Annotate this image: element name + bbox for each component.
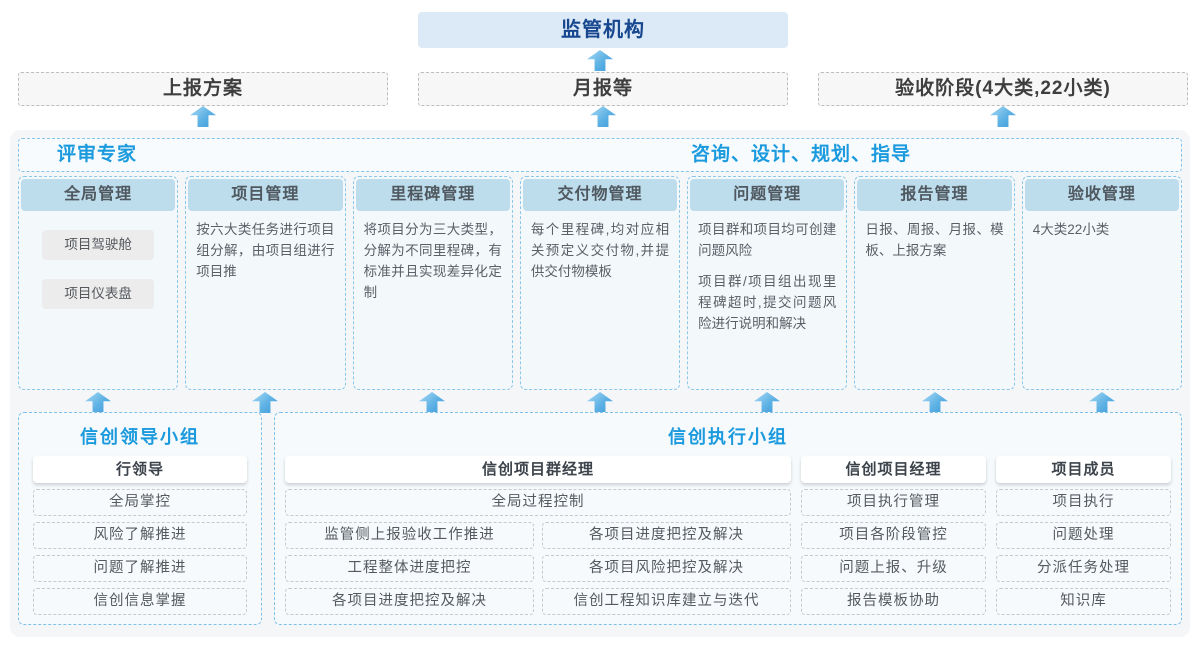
column-body: 每个里程碑,均对应相关预定义交付物,并提供交付物模板 [521, 213, 679, 283]
pm-item-row: 监管侧上报验收工作推进 各项目进度把控及解决 [285, 516, 791, 549]
channel-monthly-report: 月报等 [418, 72, 788, 106]
project-manager-item: 项目执行管理 [801, 489, 986, 516]
leader-group-title: 信创领导小组 [80, 427, 200, 447]
column-body: 项目驾驶舱 项目仪表盘 [19, 213, 177, 309]
up-arrow-icon [252, 392, 278, 413]
column-body: 4大类22小类 [1023, 213, 1181, 241]
column-issue-mgmt: 问题管理 项目群和项目均可创建问题风险 项目群/项目组出现里程碑超时,提交问题风… [687, 176, 848, 390]
role-project-manager: 信创项目经理 [801, 456, 986, 483]
column-title: 问题管理 [690, 179, 845, 211]
project-member-section: 项目成员 项目执行 问题处理 分派任务处理 知识库 [996, 456, 1171, 615]
chip-project-cockpit: 项目驾驶舱 [42, 230, 155, 260]
pm-item: 各项目进度把控及解决 [285, 588, 534, 615]
project-manager-section: 信创项目经理 项目执行管理 项目各阶段管控 问题上报、升级 报告模板协助 [801, 456, 986, 615]
channel-report-plan: 上报方案 [18, 72, 388, 106]
column-text: 将项目分为三大类型，分解为不同里程碑，有标准并且实现差异化定制 [363, 222, 502, 300]
pm-item: 各项目进度把控及解决 [542, 522, 791, 549]
column-text: 日报、周报、月报、模板、上报方案 [865, 222, 1004, 258]
up-arrow-icon [419, 392, 445, 413]
consulting-label: 咨询、设计、规划、指导 [691, 144, 912, 165]
column-body: 将项目分为三大类型，分解为不同里程碑，有标准并且实现差异化定制 [354, 213, 512, 304]
column-title: 项目管理 [188, 179, 343, 211]
role-program-manager: 信创项目群经理 [285, 456, 791, 483]
column-text: 项目群和项目均可创建问题风险 [698, 222, 837, 258]
column-body: 按六大类任务进行项目组分解，由项目组进行项目推 [186, 213, 344, 283]
pm-item: 全局过程控制 [285, 489, 791, 516]
platform-panel: 评审专家 咨询、设计、规划、指导 全局管理 项目驾驶舱 项目仪表盘 项目管理 按… [10, 130, 1190, 637]
project-manager-item: 报告模板协助 [801, 588, 986, 615]
up-arrow-icon [754, 392, 780, 413]
up-arrow-icon [990, 106, 1016, 127]
leader-item: 信创信息掌握 [33, 588, 247, 615]
management-columns: 全局管理 项目驾驶舱 项目仪表盘 项目管理 按六大类任务进行项目组分解，由项目组… [18, 176, 1182, 390]
program-manager-section: 信创项目群经理 全局过程控制 监管侧上报验收工作推进 各项目进度把控及解决 工程… [285, 456, 791, 615]
column-title: 全局管理 [21, 179, 176, 211]
regulator-box: 监管机构 [418, 12, 788, 48]
member-item: 分派任务处理 [996, 555, 1171, 582]
execution-group: 信创执行小组 信创项目群经理 全局过程控制 监管侧上报验收工作推进 各项目进度把… [274, 412, 1182, 625]
column-text: 项目群/项目组出现里程碑超时,提交问题风险进行说明和解决 [698, 273, 837, 331]
column-body: 日报、周报、月报、模板、上报方案 [855, 213, 1013, 262]
column-title: 交付物管理 [522, 179, 678, 211]
up-arrow-icon [587, 392, 613, 413]
column-project-mgmt: 项目管理 按六大类任务进行项目组分解，由项目组进行项目推 [185, 176, 346, 390]
up-arrow-icon [590, 106, 616, 127]
execution-group-title: 信创执行小组 [668, 427, 788, 447]
column-title: 报告管理 [857, 179, 1012, 211]
pm-item: 工程整体进度把控 [285, 555, 534, 582]
leader-group: 信创领导小组 行领导 全局掌控 风险了解推进 问题了解推进 信创信息掌握 [18, 412, 262, 625]
up-arrow-icon [587, 50, 613, 71]
member-item: 问题处理 [996, 522, 1171, 549]
pm-item: 监管侧上报验收工作推进 [285, 522, 534, 549]
column-title: 验收管理 [1024, 179, 1179, 211]
member-item: 项目执行 [996, 489, 1171, 516]
pm-item-row: 工程整体进度把控 各项目风险把控及解决 [285, 549, 791, 582]
pm-item: 各项目风险把控及解决 [542, 555, 791, 582]
column-acceptance-mgmt: 验收管理 4大类22小类 [1021, 176, 1182, 390]
column-text: 4大类22小类 [1032, 222, 1110, 237]
up-arrow-icon [190, 106, 216, 127]
channel-acceptance: 验收阶段(4大类,22小类) [818, 72, 1188, 106]
leader-item: 风险了解推进 [33, 522, 247, 549]
column-milestone-mgmt: 里程碑管理 将项目分为三大类型，分解为不同里程碑，有标准并且实现差异化定制 [352, 176, 513, 390]
column-text: 按六大类任务进行项目组分解，由项目组进行项目推 [196, 222, 335, 279]
up-arrow-icon [1089, 392, 1115, 413]
pm-item: 信创工程知识库建立与迭代 [542, 588, 791, 615]
up-arrow-icon [85, 392, 111, 413]
column-report-mgmt: 报告管理 日报、周报、月报、模板、上报方案 [854, 176, 1015, 390]
chip-project-dashboard: 项目仪表盘 [42, 278, 155, 309]
pm-item-row: 各项目进度把控及解决 信创工程知识库建立与迭代 [285, 582, 791, 615]
column-title: 里程碑管理 [355, 179, 510, 211]
column-body: 项目群和项目均可创建问题风险 项目群/项目组出现里程碑超时,提交问题风险进行说明… [688, 213, 846, 335]
experts-band: 评审专家 咨询、设计、规划、指导 [18, 138, 1182, 172]
column-text: 每个里程碑,均对应相关预定义交付物,并提供交付物模板 [530, 222, 670, 279]
role-bank-leader: 行领导 [33, 456, 247, 483]
leader-item: 问题了解推进 [33, 555, 247, 582]
project-manager-item: 项目各阶段管控 [801, 522, 986, 549]
column-global-mgmt: 全局管理 项目驾驶舱 项目仪表盘 [18, 176, 179, 390]
role-project-member: 项目成员 [996, 456, 1171, 483]
execution-grid: 信创项目群经理 全局过程控制 监管侧上报验收工作推进 各项目进度把控及解决 工程… [285, 456, 1171, 615]
column-deliverable-mgmt: 交付物管理 每个里程碑,均对应相关预定义交付物,并提供交付物模板 [519, 176, 681, 390]
project-manager-item: 问题上报、升级 [801, 555, 986, 582]
leader-item: 全局掌控 [33, 489, 247, 516]
up-arrow-icon [922, 392, 948, 413]
review-experts-label: 评审专家 [57, 144, 138, 165]
member-item: 知识库 [996, 588, 1171, 615]
